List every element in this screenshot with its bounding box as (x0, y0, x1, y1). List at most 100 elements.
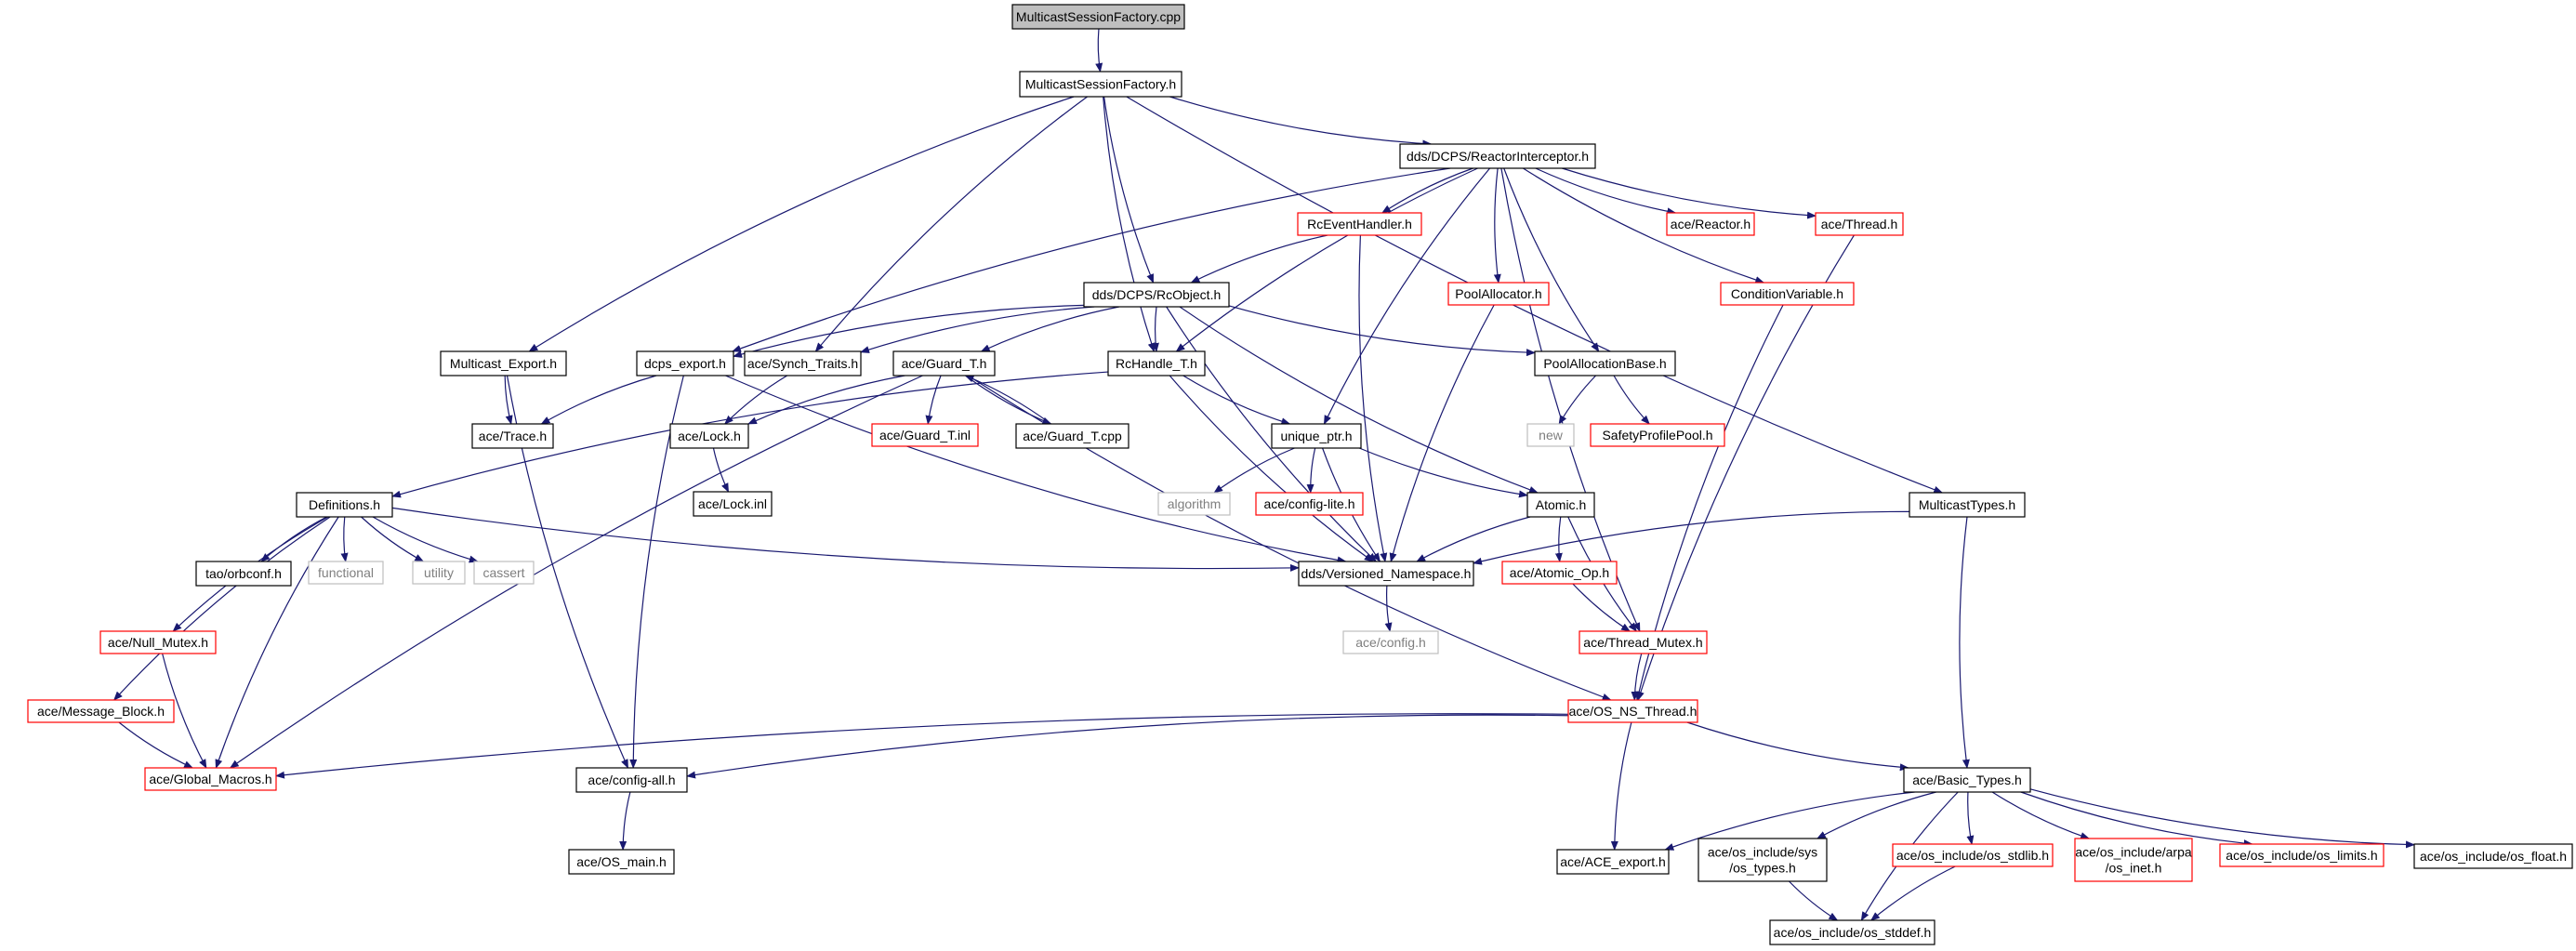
node-algorithm[interactable]: algorithm (1157, 492, 1231, 516)
node-guard-t-inl[interactable]: ace/Guard_T.inl (871, 423, 979, 447)
node-mc-types[interactable]: MulticastTypes.h (1909, 492, 2026, 518)
node-ace-lock-inl[interactable]: ace/Lock.inl (693, 491, 773, 517)
node-box (1107, 350, 1206, 376)
edge-pool_alloc_base-to-new (1558, 375, 1597, 425)
edge-guard_t_cpp-to-guard_t_h (964, 375, 1051, 425)
node-msg-block[interactable]: ace/Message_Block.h (27, 699, 175, 723)
node-pool-alloc[interactable]: PoolAllocator.h (1447, 282, 1550, 306)
node-atomic[interactable]: Atomic.h (1526, 492, 1595, 518)
node-box (99, 630, 217, 654)
node-versioned-ns[interactable]: dds/Versioned_Namespace.h (1298, 561, 1474, 587)
edge-definitions-to-cassert (372, 516, 479, 563)
edge-versioned_ns-to-ace_config_h (1384, 585, 1393, 632)
edge-pool_alloc_base-to-safety_pool (1613, 375, 1650, 425)
node-synch-traits[interactable]: ace/Synch_Traits.h (744, 350, 862, 376)
node-label: functional (318, 565, 374, 580)
node-label: /os_types.h (1729, 861, 1796, 876)
edge-guard_t_h-to-guard_t_cpp (965, 375, 1052, 425)
node-box (1909, 492, 2026, 518)
edge-atomic-to-atomic_op (1554, 516, 1563, 562)
node-guard-t-h[interactable]: ace/Guard_T.h (892, 350, 996, 376)
node-ace-trace[interactable]: ace/Trace.h (471, 423, 554, 449)
node-msf-h[interactable]: MulticastSessionFactory.h (1019, 71, 1182, 98)
node-box (296, 492, 393, 518)
node-ace-export[interactable]: ace/ACE_export.h (1556, 849, 1670, 875)
node-os-ns-thread[interactable]: ace/OS_NS_Thread.h (1567, 699, 1698, 723)
node-box (1447, 282, 1550, 306)
node-ace-reactor[interactable]: ace/Reactor.h (1666, 212, 1755, 236)
node-box (871, 423, 979, 447)
edge-mc_types-to-basic_types (1959, 516, 1970, 769)
node-functional[interactable]: functional (308, 561, 384, 585)
node-global-macros[interactable]: ace/Global_Macros.h (144, 767, 277, 791)
node-label: tao/orbconf.h (205, 566, 282, 581)
node-box (1015, 423, 1129, 449)
node-mc-export[interactable]: Multicast_Export.h (440, 350, 567, 376)
edge-msf_h-to-rchandle (1103, 96, 1156, 352)
node-label: ace/Thread.h (1821, 217, 1898, 231)
node-root[interactable]: MulticastSessionFactory.cpp (1011, 4, 1185, 30)
node-definitions[interactable]: Definitions.h (296, 492, 393, 518)
node-os-float[interactable]: ace/os_include/os_float.h (2413, 843, 2573, 869)
node-box (2413, 843, 2573, 869)
node-os-stddef[interactable]: ace/os_include/os_stddef.h (1769, 919, 1935, 945)
node-os-arpa-inet[interactable]: ace/os_include/arpa/os_inet.h (2074, 838, 2193, 882)
node-label: ace/os_include/os_stdlib.h (1896, 848, 2049, 863)
node-cond-var[interactable]: ConditionVariable.h (1720, 282, 1855, 306)
node-box (1666, 212, 1755, 236)
nodes-layer: MulticastSessionFactory.cppMulticastSess… (27, 4, 2573, 945)
node-label: dcps_export.h (644, 356, 726, 371)
node-label: ace/os_include/os_stddef.h (1774, 925, 1932, 940)
edge-os_ns_thread-to-global_macros (275, 713, 1569, 779)
edge-guard_t_h-to-guard_t_inl (925, 375, 942, 425)
node-guard-t-cpp[interactable]: ace/Guard_T.cpp (1015, 423, 1129, 449)
node-label: ace/Guard_T.cpp (1023, 429, 1122, 443)
node-ace-thread[interactable]: ace/Thread.h (1815, 212, 1904, 236)
node-cassert[interactable]: cassert (473, 561, 535, 585)
edge-unique_ptr-to-config_lite (1306, 447, 1316, 494)
edge-config_all-to-os_main (619, 791, 631, 851)
node-new[interactable]: new (1526, 423, 1575, 447)
node-rchandle[interactable]: RcHandle_T.h (1107, 350, 1206, 376)
edge-rchandle-to-definitions (391, 371, 1109, 498)
node-orbconf[interactable]: tao/orbconf.h (195, 561, 292, 587)
node-os-stdlib[interactable]: ace/os_include/os_stdlib.h (1892, 843, 2054, 867)
edge-rc_object-to-dcps_export (733, 304, 1085, 358)
edge-os_ns_thread-to-ace_export (1610, 721, 1632, 851)
node-label: ace/Lock.h (678, 429, 741, 443)
edge-definitions-to-versioned_ns (391, 507, 1300, 572)
edge-ace_lock_h-to-ace_lock_inl (712, 447, 730, 493)
node-os-limits[interactable]: ace/os_include/os_limits.h (2219, 843, 2384, 867)
node-unique-ptr[interactable]: unique_ptr.h (1271, 423, 1362, 449)
node-box (636, 350, 734, 376)
edge-guard_t_h-to-ace_lock_h (747, 375, 905, 425)
node-os-sys-types[interactable]: ace/os_include/sys/os_types.h (1698, 838, 1828, 882)
node-null-mutex[interactable]: ace/Null_Mutex.h (99, 630, 217, 654)
edge-basic_types-to-ace_export (1664, 791, 1915, 851)
node-box (1590, 423, 1725, 447)
edge-rc_object-to-synch_traits (860, 306, 1095, 353)
node-config-all[interactable]: ace/config-all.h (575, 767, 688, 793)
node-atomic-op[interactable]: ace/Atomic_Op.h (1501, 561, 1618, 585)
node-pool-alloc-base[interactable]: PoolAllocationBase.h (1534, 350, 1676, 376)
node-os-main[interactable]: ace/OS_main.h (568, 849, 675, 875)
node-label: ace/config-lite.h (1263, 496, 1354, 511)
node-dcps-export[interactable]: dcps_export.h (636, 350, 734, 376)
node-rc-object[interactable]: dds/DCPS/RcObject.h (1083, 282, 1230, 308)
node-box (892, 350, 996, 376)
node-box (1903, 767, 2031, 793)
node-config-lite[interactable]: ace/config-lite.h (1255, 492, 1364, 516)
node-label: ace/Reactor.h (1671, 217, 1750, 231)
node-ace-lock-h[interactable]: ace/Lock.h (669, 423, 749, 449)
node-utility[interactable]: utility (412, 561, 466, 585)
node-safety-pool[interactable]: SafetyProfilePool.h (1590, 423, 1725, 447)
node-ace-config-h[interactable]: ace/config.h (1342, 630, 1439, 654)
node-thread-mutex[interactable]: ace/Thread_Mutex.h (1579, 630, 1708, 654)
node-label: dds/DCPS/ReactorInterceptor.h (1407, 149, 1589, 164)
node-basic-types[interactable]: ace/Basic_Types.h (1903, 767, 2031, 793)
node-box (568, 849, 675, 875)
node-label: PoolAllocationBase.h (1543, 356, 1666, 371)
node-rc-event[interactable]: RcEventHandler.h (1297, 212, 1422, 236)
node-reactor-int[interactable]: dds/DCPS/ReactorInterceptor.h (1399, 143, 1596, 169)
edge-os_sys_types-to-os_stddef (1789, 880, 1839, 921)
